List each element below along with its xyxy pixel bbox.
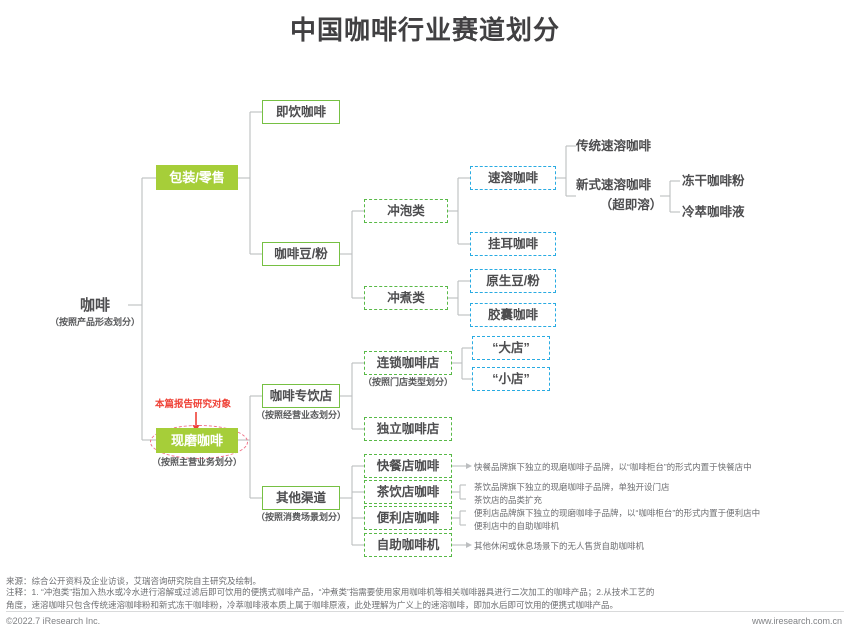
node-convenience-coffee[interactable]: 便利店咖啡 — [364, 506, 452, 530]
footer-copyright: ©2022.7 iResearch Inc. — [6, 616, 101, 626]
node-traditional-instant-coffee-label: 传统速溶咖啡 — [576, 138, 652, 153]
node-convenience-coffee-label: 便利店咖啡 — [376, 510, 440, 525]
node-root-coffee[interactable]: 咖啡 — [60, 294, 130, 316]
node-brew-type[interactable]: 冲泡类 — [364, 199, 448, 223]
footer-note-line2: 角度，速溶咖啡只包含传统速溶咖啡粉和新式冻干咖啡粉，冷萃咖啡液本质上属于咖啡原液… — [6, 600, 619, 610]
node-raw-bean-powder[interactable]: 原生豆/粉 — [470, 269, 556, 293]
node-vending-coffee-machine[interactable]: 自助咖啡机 — [364, 533, 452, 557]
node-vending-coffee-machine-label: 自助咖啡机 — [376, 537, 440, 552]
node-chain-coffee-store-label: 连锁咖啡店 — [376, 355, 440, 370]
research-focus-label: 本篇报告研究对象 — [155, 399, 232, 410]
node-bean-powder[interactable]: 咖啡豆/粉 — [262, 242, 340, 266]
node-new-instant-coffee-sub: （超即溶） — [576, 196, 686, 214]
node-packaged-retail[interactable]: 包装/零售 — [156, 165, 238, 190]
node-big-store-label: “大店” — [492, 340, 530, 355]
node-new-instant-coffee[interactable]: 新式速溶咖啡 — [576, 176, 686, 194]
node-packaged-retail-label: 包装/零售 — [169, 170, 225, 185]
desc-teashop-coffee-1: 茶饮品牌旗下独立的现磨咖啡子品牌，单独开设门店 — [474, 482, 670, 492]
node-small-store-label: “小店” — [492, 371, 530, 386]
node-teashop-coffee[interactable]: 茶饮店咖啡 — [364, 480, 452, 504]
node-rtd-coffee-label: 即饮咖啡 — [275, 104, 326, 119]
node-root-coffee-caption: （按照产品形态划分） — [49, 317, 140, 327]
node-instant-coffee[interactable]: 速溶咖啡 — [470, 166, 556, 190]
node-capsule-coffee[interactable]: 胶囊咖啡 — [470, 303, 556, 327]
node-teashop-coffee-label: 茶饮店咖啡 — [376, 484, 440, 499]
node-other-channel-caption: （按照消费场景划分） — [255, 512, 346, 522]
node-capsule-coffee-label: 胶囊咖啡 — [487, 307, 538, 322]
node-boil-type[interactable]: 冲煮类 — [364, 286, 448, 310]
node-big-store[interactable]: “大店” — [472, 336, 550, 360]
node-raw-bean-powder-label: 原生豆/粉 — [486, 273, 540, 288]
node-chain-coffee-store-caption: （按照门店类型划分） — [362, 377, 453, 387]
node-freeze-dried-powder[interactable]: 冻干咖啡粉 — [682, 172, 782, 190]
footer-source: 来源：综合公开资料及企业访谈，艾瑞咨询研究院自主研究及绘制。 — [6, 576, 262, 586]
node-brew-type-label: 冲泡类 — [387, 203, 425, 218]
node-specialty-coffee-store-label: 咖啡专饮店 — [269, 388, 333, 403]
research-focus-ellipse — [150, 425, 248, 459]
node-independent-coffee-store[interactable]: 独立咖啡店 — [364, 417, 452, 441]
node-fresh-ground-coffee-caption: （按照主营业务划分） — [151, 457, 242, 467]
desc-convenience-coffee-1: 便利店品牌旗下独立的现磨咖啡子品牌，以“咖啡柜台”的形式内置于便利店中 — [474, 508, 761, 518]
page-title: 中国咖啡行业赛道划分 — [289, 15, 560, 45]
node-other-channel-label: 其他渠道 — [275, 490, 326, 505]
desc-vending-coffee: 其他休闲或休息场景下的无人售货自助咖啡机 — [474, 541, 645, 551]
desc-teashop-coffee-2: 茶饮店的品类扩充 — [474, 495, 543, 505]
footer-note-line1: 注释：1. “冲泡类”指加入热水或冷水进行溶解或过滤后即可饮用的便携式咖啡产品，… — [6, 587, 655, 597]
node-cold-brew-liquid[interactable]: 冷萃咖啡液 — [682, 203, 782, 221]
node-freeze-dried-powder-label: 冻干咖啡粉 — [682, 173, 745, 188]
node-new-instant-coffee-label-line1: 新式速溶咖啡 — [576, 177, 652, 192]
node-specialty-coffee-store[interactable]: 咖啡专饮店 — [262, 384, 340, 408]
node-rtd-coffee[interactable]: 即饮咖啡 — [262, 100, 340, 124]
node-fastfood-coffee[interactable]: 快餐店咖啡 — [364, 454, 452, 478]
node-bean-powder-label: 咖啡豆/粉 — [274, 246, 328, 261]
node-specialty-coffee-store-caption: （按照经营业态划分） — [255, 410, 346, 420]
node-instant-coffee-label: 速溶咖啡 — [487, 170, 538, 185]
node-root-coffee-label: 咖啡 — [79, 296, 110, 314]
footer-website[interactable]: www.iresearch.com.cn — [751, 616, 842, 626]
desc-fastfood-coffee: 快餐品牌旗下独立的现磨咖啡子品牌，以“咖啡柜台”的形式内置于快餐店中 — [474, 462, 752, 472]
node-cold-brew-liquid-label: 冷萃咖啡液 — [682, 204, 745, 219]
node-boil-type-label: 冲煮类 — [387, 290, 425, 305]
node-drip-bag-coffee[interactable]: 挂耳咖啡 — [470, 232, 556, 256]
node-traditional-instant-coffee[interactable]: 传统速溶咖啡 — [576, 136, 686, 156]
node-fastfood-coffee-label: 快餐店咖啡 — [376, 458, 440, 473]
desc-convenience-coffee-2: 便利店中的自助咖啡机 — [474, 521, 560, 531]
node-small-store[interactable]: “小店” — [472, 367, 550, 391]
node-independent-coffee-store-label: 独立咖啡店 — [376, 421, 440, 436]
footer-divider — [6, 611, 844, 612]
node-new-instant-coffee-label-line2: （超即溶） — [599, 197, 663, 212]
node-fresh-ground-coffee-label: 现磨咖啡 — [170, 433, 223, 448]
node-fresh-ground-coffee[interactable]: 现磨咖啡 — [156, 428, 238, 453]
node-other-channel[interactable]: 其他渠道 — [262, 486, 340, 510]
node-chain-coffee-store[interactable]: 连锁咖啡店 — [364, 351, 452, 375]
node-drip-bag-coffee-label: 挂耳咖啡 — [487, 236, 538, 251]
